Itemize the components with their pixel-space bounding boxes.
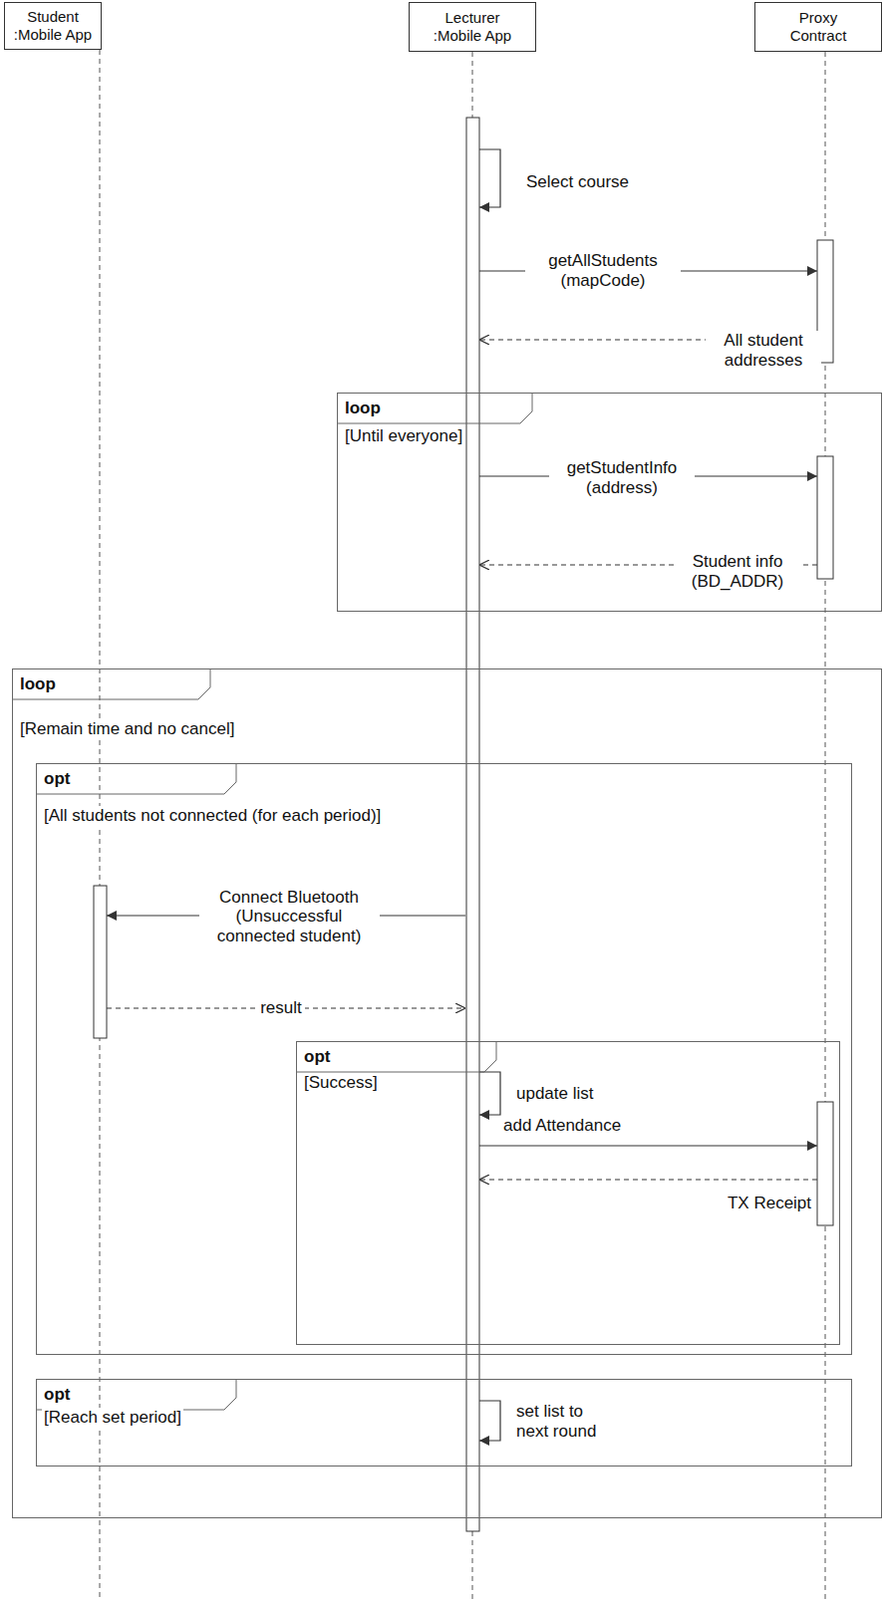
message-label: TX Receipt <box>724 1193 815 1214</box>
lifeline-head: Lecturer :Mobile App <box>408 1 537 52</box>
fragment-guard: [Reach set period] <box>41 1408 184 1429</box>
message-label: set list to next round <box>513 1402 619 1442</box>
fragment-guard: [All students not connected (for each pe… <box>41 806 383 827</box>
fragment-tab-outline <box>12 669 211 700</box>
call-message <box>479 1401 501 1442</box>
message-label: update list <box>513 1084 597 1105</box>
message-label: Connect Bluetooth (Unsuccessful connecte… <box>199 887 380 947</box>
fragment-operator: opt <box>43 769 70 790</box>
call-message <box>479 149 501 208</box>
lifeline-head: Student :Mobile App <box>3 1 102 50</box>
fragment-guard: [Until everyone] <box>342 426 465 447</box>
fragment-operator: opt <box>303 1047 330 1068</box>
lifeline-name: Proxy Contract <box>781 8 857 45</box>
message-label: Select course <box>523 172 632 193</box>
call-message <box>479 1072 501 1116</box>
combined-fragment: opt[Reach set period] <box>35 1379 853 1468</box>
message-label: getAllStudents (mapCode) <box>525 251 681 291</box>
lifeline-name: Student :Mobile App <box>8 7 97 44</box>
message-label: All student addresses <box>705 330 822 370</box>
message-label: getStudentInfo (address) <box>549 458 695 498</box>
message-label: Student info (BD_ADDR) <box>674 552 801 591</box>
fragment-operator: opt <box>43 1385 70 1406</box>
fragment-operator: loop <box>344 398 381 419</box>
combined-fragment: loop [Remain time and no cancel] opt [All s… <box>11 668 883 1519</box>
fragment-tab-outline <box>337 393 533 424</box>
return-message <box>479 1178 818 1180</box>
fragment-guard: [Remain time and no cancel] <box>17 719 237 740</box>
activation-bar <box>93 885 107 1039</box>
lifeline-head: Proxy Contract <box>754 1 883 52</box>
fragment-tab-outline <box>296 1042 497 1073</box>
call-message <box>479 1145 818 1147</box>
fragment-operator: loop <box>19 674 56 695</box>
fragment-tab-outline <box>36 764 237 795</box>
combined-fragment: opt [All students not connected (for each… <box>35 763 853 1356</box>
activation-bar <box>817 456 834 580</box>
fragment-tab-outline <box>36 1380 237 1411</box>
activation-bar <box>466 117 480 1532</box>
activation-bar <box>817 1102 834 1226</box>
message-label: result <box>257 998 305 1019</box>
lifeline-name: Lecturer :Mobile App <box>425 8 521 45</box>
message-label: add Attendance <box>500 1116 624 1137</box>
fragment-guard: [Success] <box>301 1073 380 1094</box>
